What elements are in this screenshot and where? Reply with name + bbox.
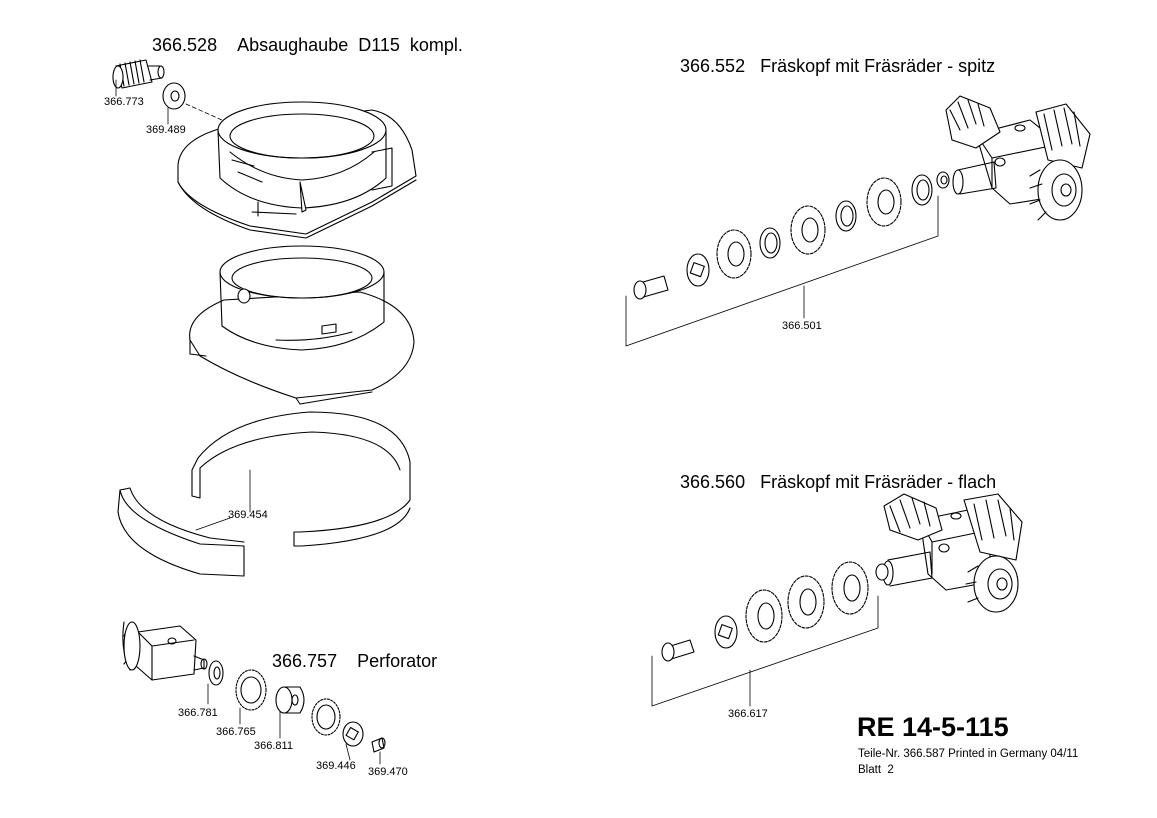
title-flach: 366.560 Fräskopf mit Fräsräder - flach <box>660 451 996 514</box>
title-flach-number: 366.560 <box>680 472 746 492</box>
perforator-parts <box>208 661 385 764</box>
title-spitz-text: Fräskopf mit Fräsräder - spitz <box>760 56 996 76</box>
hood-lower <box>190 246 414 404</box>
title-perforator-text: Perforator <box>357 651 438 671</box>
part-label-spitz-set: 366.501 <box>782 320 822 332</box>
part-label-washer: 369.489 <box>146 124 186 136</box>
title-spitz: 366.552 Fräskopf mit Fräsräder - spitz <box>660 35 995 98</box>
part-label-knob: 366.773 <box>104 96 144 108</box>
part-label-p-bearing: 366.811 <box>254 740 293 752</box>
milling-head-flach <box>876 494 1022 612</box>
document-sheet: Blatt 2 <box>858 764 894 776</box>
document-part-info: Teile-Nr. 366.587 Printed in Germany 04/… <box>858 748 1079 760</box>
milling-head-spitz <box>937 96 1090 220</box>
knurled-knob <box>113 60 164 96</box>
title-absaughaube: 366.528 Absaughaube D115 kompl. <box>132 14 463 77</box>
title-absaughaube-text: Absaughaube D115 kompl. <box>237 35 463 55</box>
washer-369489 <box>163 83 222 124</box>
part-label-p-washer: 366.781 <box>178 707 218 719</box>
part-label-p-star: 366.765 <box>216 726 256 738</box>
title-perforator: 366.757 Perforator <box>252 630 437 693</box>
title-spitz-number: 366.552 <box>680 56 746 76</box>
document-number: RE 14-5-115 <box>857 712 1009 742</box>
title-absaughaube-number: 366.528 <box>152 35 218 55</box>
title-flach-text: Fräskopf mit Fräsräder - flach <box>760 472 997 492</box>
part-label-p-screw: 369.470 <box>368 766 408 778</box>
split-ring <box>118 412 410 576</box>
part-label-p-square: 369.446 <box>316 760 356 772</box>
part-label-flach-set: 366.617 <box>728 708 768 720</box>
perforator-head <box>123 622 207 680</box>
cutter-set-spitz <box>626 175 938 346</box>
title-perforator-number: 366.757 <box>272 651 338 671</box>
part-label-ring: 369.454 <box>228 509 268 521</box>
hood-upper <box>178 102 416 238</box>
cutter-set-flach <box>652 562 878 706</box>
